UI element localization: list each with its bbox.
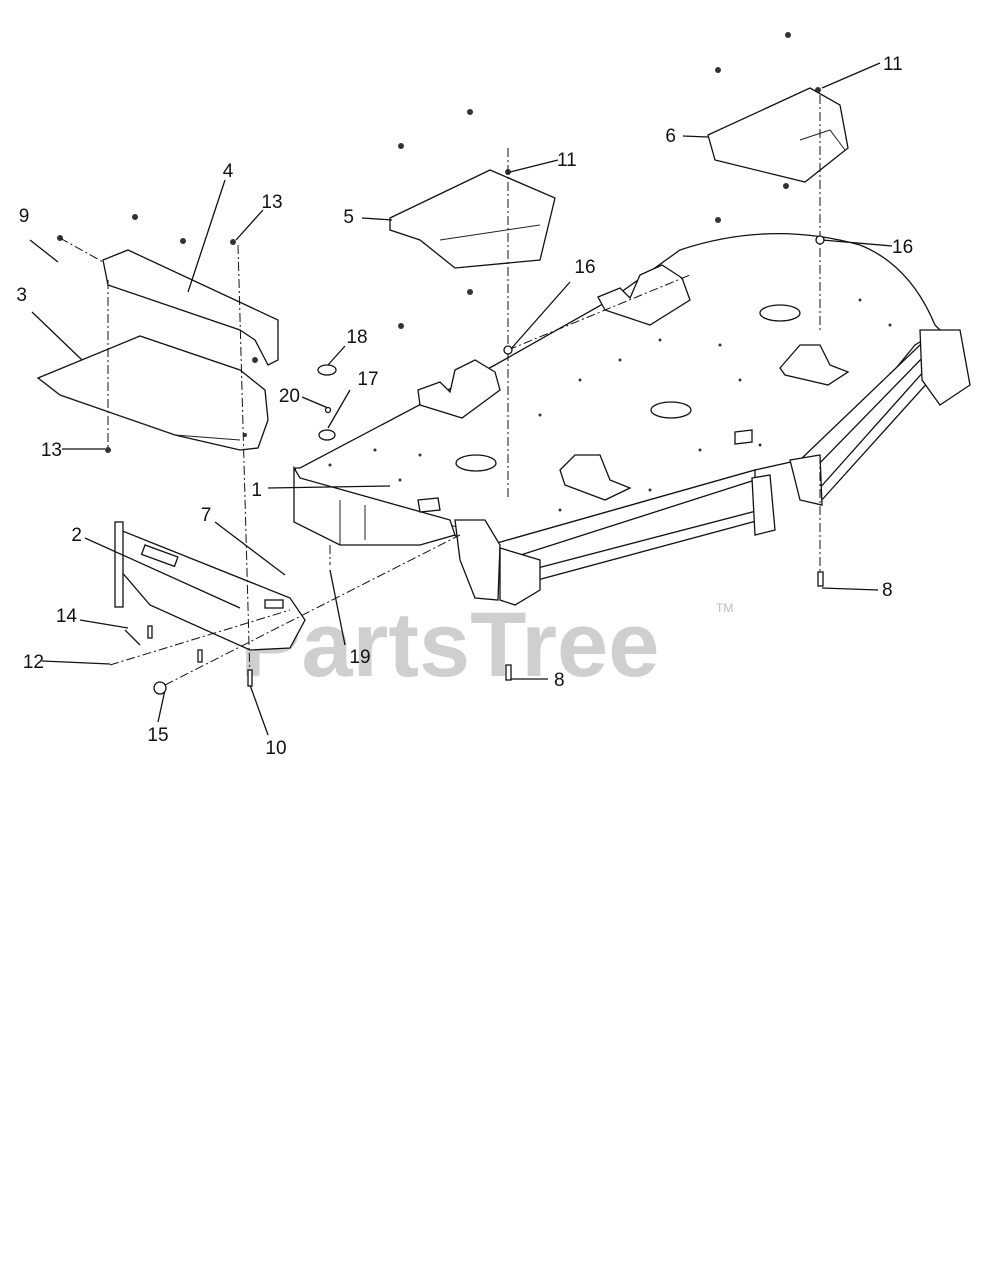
callout-16-center: 16	[574, 257, 595, 278]
covers	[389, 87, 849, 269]
mower-deck	[293, 233, 942, 583]
callout-12: 12	[23, 652, 44, 673]
callout-13-bottom: 13	[41, 440, 62, 461]
callout-18: 18	[346, 327, 367, 348]
mount-bracket-assembly	[114, 521, 306, 651]
callout-7: 7	[201, 505, 212, 526]
callout-20: 20	[279, 386, 300, 407]
callout-10: 10	[265, 738, 286, 759]
deflector-assembly	[36, 249, 279, 451]
callout-9: 9	[19, 206, 30, 227]
small-parts	[124, 235, 825, 695]
leader-lines	[29, 62, 893, 736]
callout-16-right: 16	[892, 237, 913, 258]
callouts: 1 2 3 4 5 6 7 8 8 9 10 11 11 12 13 13 14…	[16, 54, 913, 759]
watermark-trademark: TM	[716, 601, 733, 615]
deck-brackets	[417, 264, 971, 606]
callout-6: 6	[665, 126, 676, 147]
callout-19: 19	[349, 647, 370, 668]
callout-13-top: 13	[261, 192, 282, 213]
watermark-text: PartsTree	[240, 594, 659, 696]
callout-11-center: 11	[557, 150, 577, 171]
callout-1: 1	[251, 480, 262, 501]
callout-8-right: 8	[882, 580, 893, 601]
callout-11-right: 11	[883, 54, 903, 75]
callout-3: 3	[16, 285, 27, 306]
callout-8-center: 8	[554, 670, 565, 691]
callout-17: 17	[357, 369, 378, 390]
callout-15: 15	[147, 725, 168, 746]
callout-2: 2	[71, 525, 82, 546]
hardware-dots	[57, 32, 821, 453]
callout-5: 5	[343, 207, 354, 228]
deck-holes	[328, 298, 892, 512]
callout-4: 4	[223, 161, 234, 182]
callout-14: 14	[56, 606, 78, 627]
assembly-lines	[59, 95, 821, 686]
